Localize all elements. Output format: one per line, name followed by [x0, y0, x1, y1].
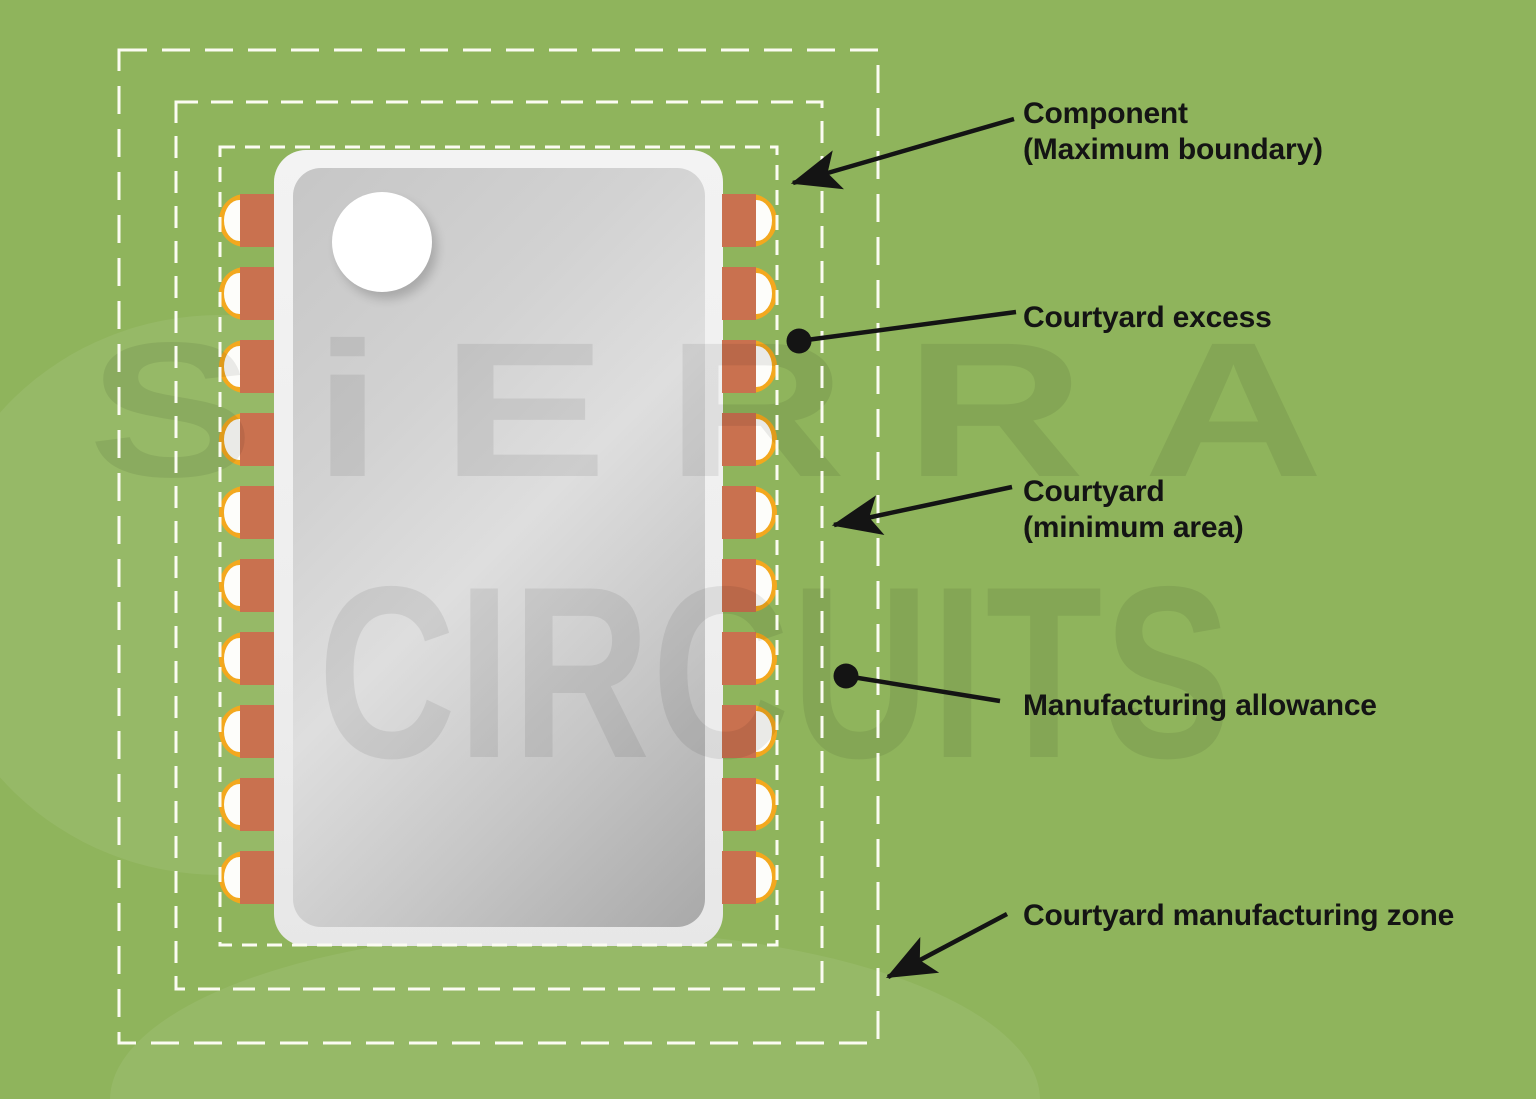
dot-courtyard-excess	[786, 328, 812, 354]
pin-copper-body	[722, 267, 756, 320]
component-pin-right-4	[722, 413, 777, 466]
component-pin-left-9	[219, 778, 274, 831]
component-pin-right-10	[722, 851, 777, 904]
component-pin-right-8	[722, 705, 777, 758]
component-pin-right-6	[722, 559, 777, 612]
courtyard-manufacturing-zone-boundary	[117, 48, 880, 1045]
pin-copper-body	[240, 632, 274, 685]
pin-copper-body	[722, 851, 756, 904]
label-courtyard-manufacturing-zone: Courtyard manufacturing zone	[1023, 898, 1454, 934]
component-pin-right-7	[722, 632, 777, 685]
pin-copper-body	[722, 413, 756, 466]
courtyard-minimum-area-boundary	[174, 100, 824, 991]
pin-copper-body	[240, 486, 274, 539]
arrow-component-boundary	[790, 116, 1015, 190]
pin-copper-body	[722, 486, 756, 539]
pin-copper-body	[722, 340, 756, 393]
leader-courtyard-excess	[798, 309, 1017, 344]
component-pin-left-4	[219, 413, 274, 466]
pin-copper-body	[240, 559, 274, 612]
component-pin-left-7	[219, 632, 274, 685]
pin1-indicator-circle	[332, 192, 432, 292]
leader-manufacturing-allowance	[845, 673, 1001, 704]
label-manufacturing-allowance: Manufacturing allowance	[1023, 688, 1377, 724]
dot-manufacturing-allowance	[833, 663, 859, 689]
pin-copper-body	[240, 778, 274, 831]
label-courtyard-excess: Courtyard excess	[1023, 300, 1272, 336]
pin-copper-body	[722, 194, 756, 247]
pin-copper-body	[240, 413, 274, 466]
arrow-courtyard-manufacturing-zone	[886, 912, 1009, 979]
pin-copper-body	[722, 632, 756, 685]
label-line: Manufacturing allowance	[1023, 689, 1377, 722]
pin-copper-body	[722, 778, 756, 831]
pin-copper-body	[240, 851, 274, 904]
label-line: Courtyard	[1023, 475, 1165, 508]
component-pin-right-5	[722, 486, 777, 539]
pin-copper-body	[722, 705, 756, 758]
component-pin-right-9	[722, 778, 777, 831]
pin-copper-body	[240, 705, 274, 758]
label-line: (minimum area)	[1023, 511, 1244, 544]
component-pin-left-10	[219, 851, 274, 904]
label-line: Component	[1023, 97, 1188, 130]
pin-copper-body	[722, 559, 756, 612]
label-line: Courtyard excess	[1023, 301, 1272, 334]
component-pin-right-2	[722, 267, 777, 320]
component-pin-left-3	[219, 340, 274, 393]
component-pin-left-6	[219, 559, 274, 612]
component-pin-right-1	[722, 194, 777, 247]
label-component-maximum-boundary: Component (Maximum boundary)	[1023, 96, 1323, 168]
pin-copper-body	[240, 267, 274, 320]
pin-copper-body	[240, 194, 274, 247]
label-line: (Maximum boundary)	[1023, 133, 1323, 166]
component-pin-right-3	[722, 340, 777, 393]
component-maximum-boundary	[218, 145, 779, 947]
arrow-courtyard-minimum	[831, 484, 1013, 535]
pin-copper-body	[240, 340, 274, 393]
component-pin-left-1	[219, 194, 274, 247]
ic-package-top	[293, 168, 705, 927]
label-line: Courtyard manufacturing zone	[1023, 899, 1455, 932]
component-pin-left-5	[219, 486, 274, 539]
component-pin-left-8	[219, 705, 274, 758]
label-courtyard-minimum-area: Courtyard (minimum area)	[1023, 474, 1244, 546]
component-pin-left-2	[219, 267, 274, 320]
